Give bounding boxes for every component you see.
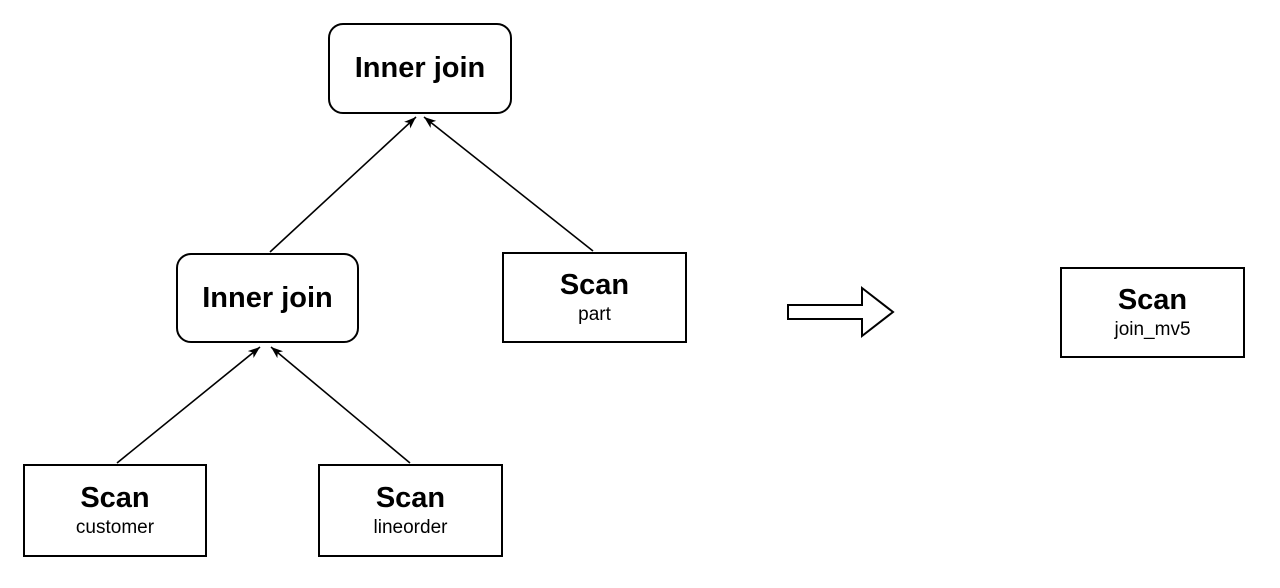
transform-arrow-icon — [787, 285, 895, 339]
node-inner-join-root: Inner join — [328, 23, 512, 114]
node-subtitle: lineorder — [373, 516, 448, 538]
node-title: Scan — [1117, 284, 1188, 317]
node-subtitle: part — [578, 303, 611, 325]
edge-scanlineorder-to-innerjoinleft — [270, 346, 411, 464]
edge-scancustomer-to-innerjoinleft — [116, 346, 261, 464]
edge-scanpart-to-root — [423, 116, 594, 252]
node-title: Scan — [559, 269, 630, 302]
node-title: Inner join — [202, 281, 333, 314]
node-scan-part: Scan part — [502, 252, 687, 343]
node-scan-customer: Scan customer — [23, 464, 207, 557]
node-title: Inner join — [354, 52, 486, 85]
edge-innerjoinleft-to-root — [269, 116, 417, 253]
node-subtitle: join_mv5 — [1114, 318, 1191, 340]
node-inner-join-left: Inner join — [176, 253, 359, 343]
node-scan-lineorder: Scan lineorder — [318, 464, 503, 557]
node-subtitle: customer — [75, 516, 155, 538]
node-title: Scan — [375, 482, 446, 515]
node-title: Scan — [80, 482, 150, 515]
node-scan-join-mv5: Scan join_mv5 — [1060, 267, 1245, 358]
